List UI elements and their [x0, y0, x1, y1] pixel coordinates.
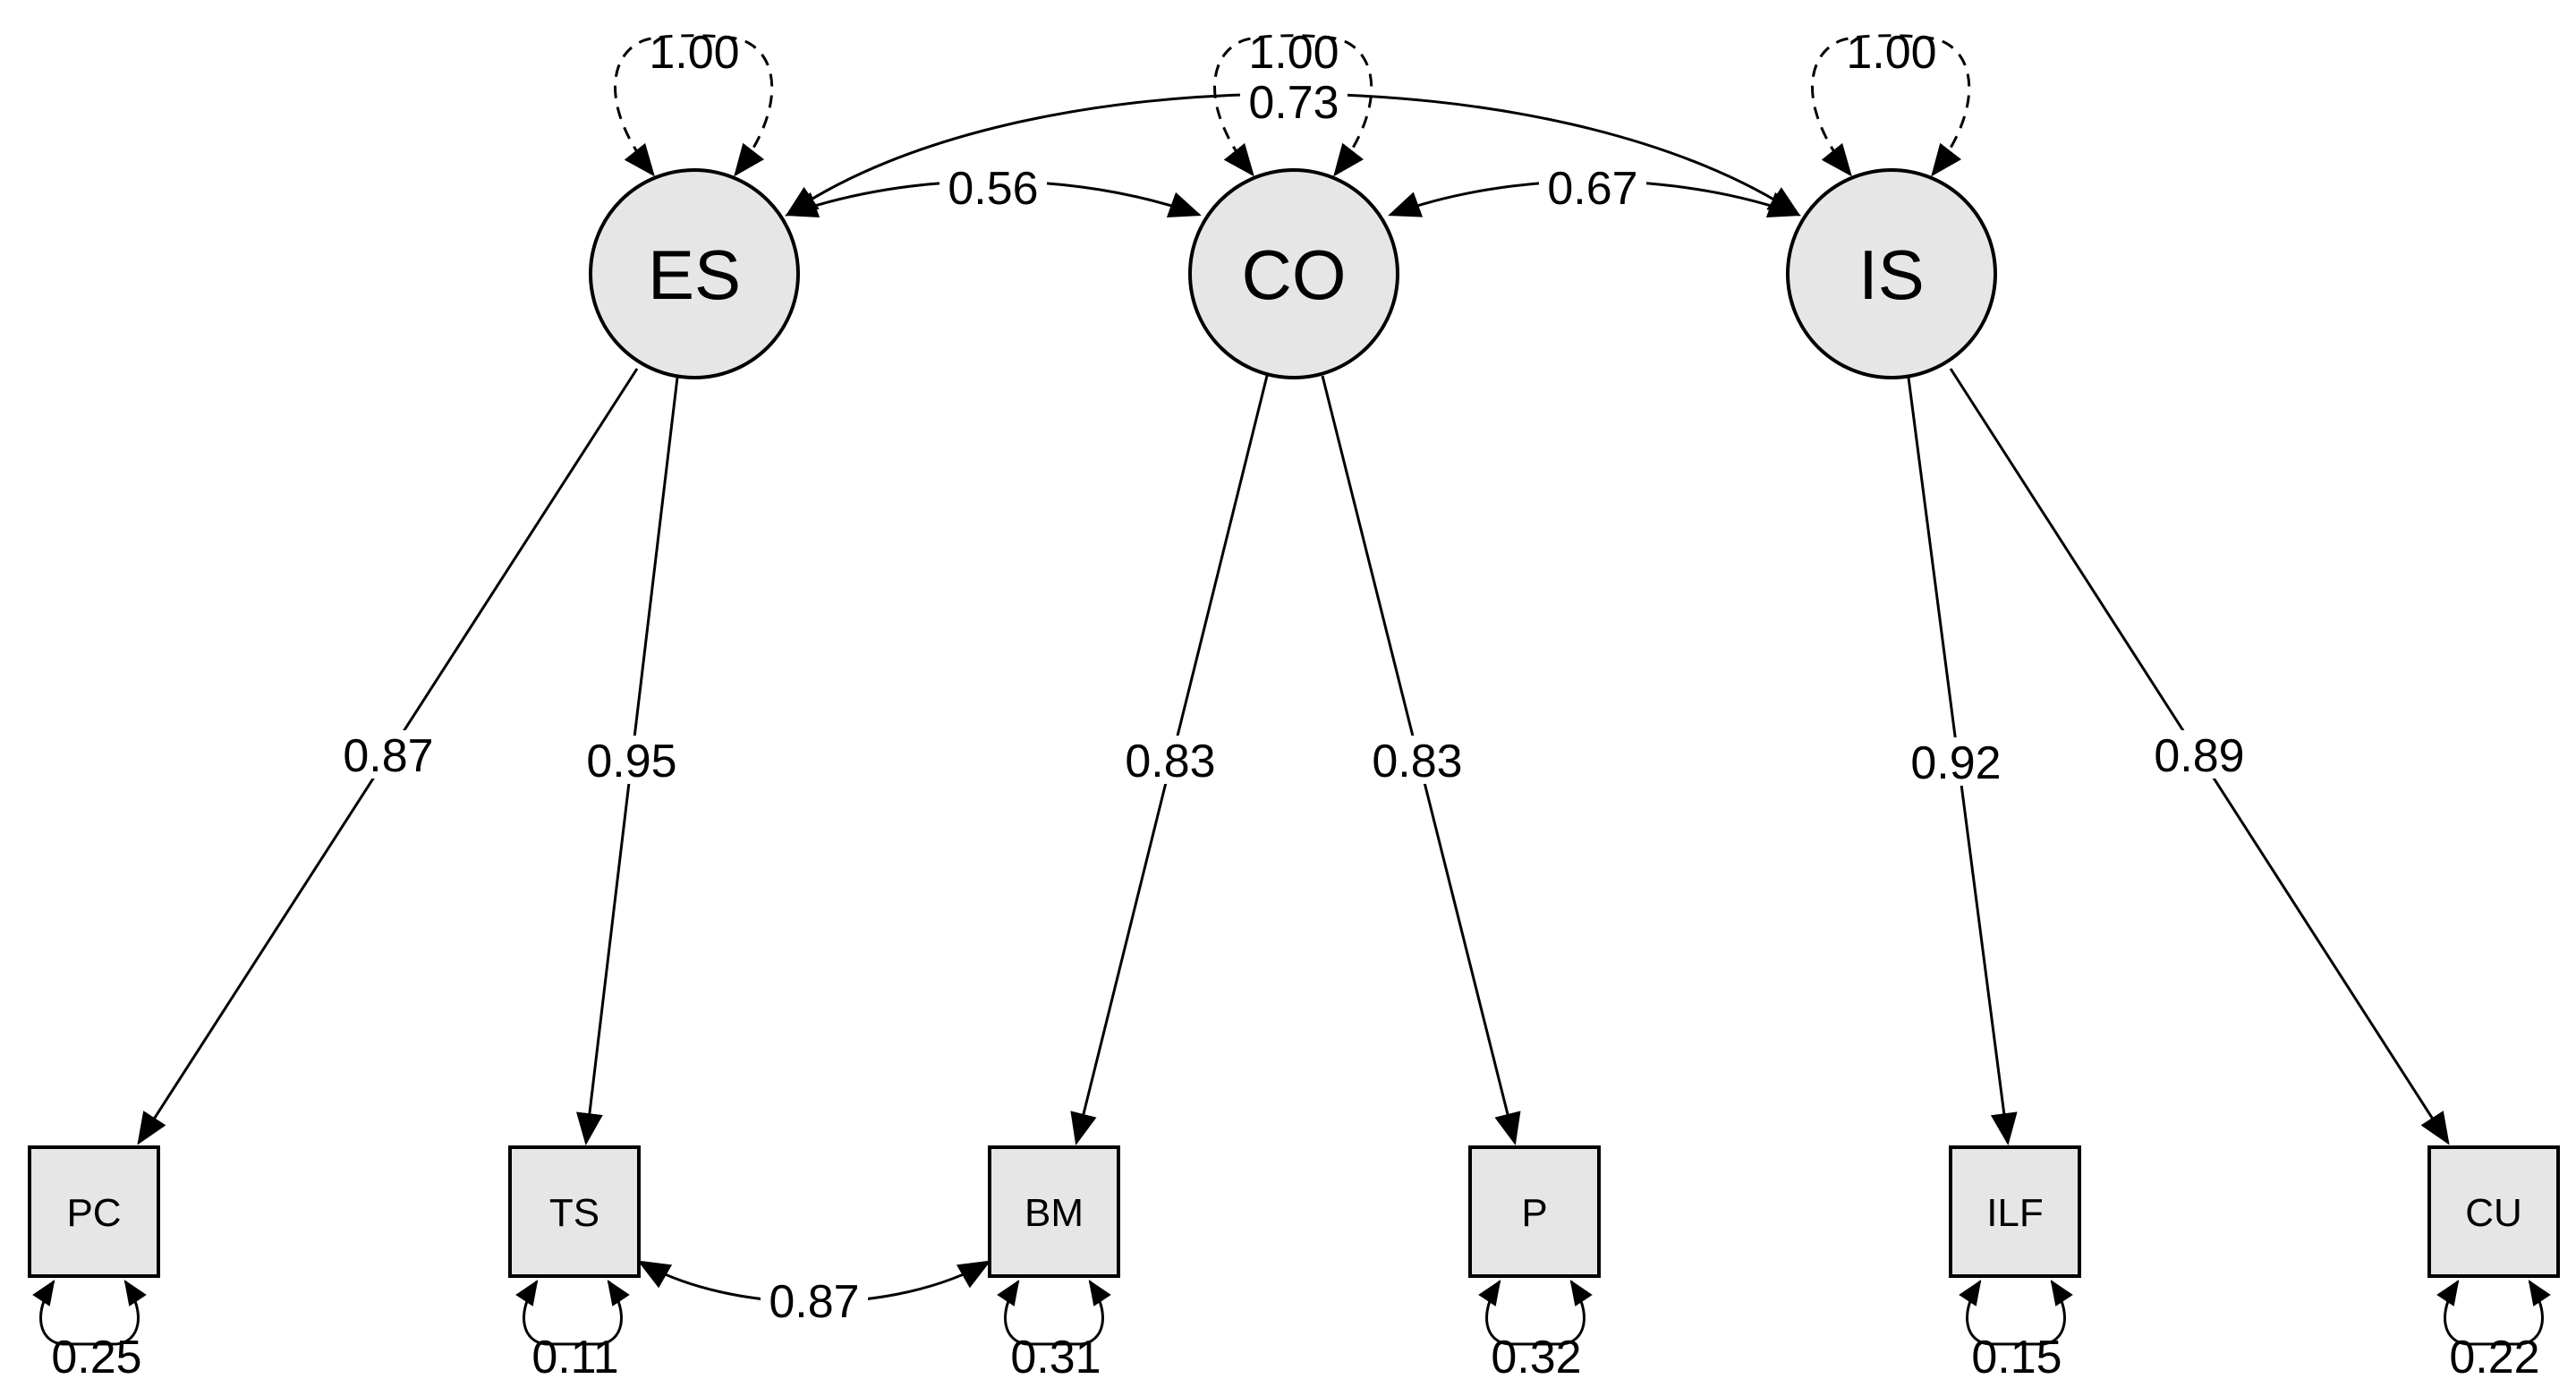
indicator-bm-label: BM [1024, 1191, 1084, 1235]
indicator-pc: PC [28, 1145, 160, 1278]
bm-residual-label: 0.31 [1010, 1332, 1101, 1383]
indicator-bm: BM [988, 1145, 1120, 1278]
cu-residual-loop [2436, 1280, 2551, 1346]
is-ilf-loading-label: 0.92 [1910, 737, 2001, 789]
es-pc-loading-label: 0.87 [343, 730, 433, 782]
indicator-ilf-label: ILF [1986, 1191, 2044, 1235]
ts-bm-covariance-label: 0.87 [769, 1276, 859, 1328]
ilf-residual-label: 0.15 [1971, 1332, 2062, 1383]
co-variance-loop [1213, 34, 1373, 177]
bm-residual-loop [997, 1280, 1111, 1346]
ilf-residual-loop [1959, 1280, 2073, 1346]
co-is-covariance-label: 0.67 [1547, 163, 1637, 215]
indicator-pc-label: PC [66, 1191, 121, 1235]
es-ts-loading-label: 0.95 [586, 736, 676, 787]
indicator-cu: CU [2427, 1145, 2560, 1278]
co-p-loading-label: 0.83 [1372, 736, 1462, 787]
indicator-ts-label: TS [549, 1191, 599, 1235]
pc-residual-loop [32, 1280, 147, 1346]
p-residual-label: 0.32 [1491, 1332, 1581, 1383]
indicator-cu-label: CU [2465, 1191, 2522, 1235]
co-variance-label: 1.00 [1248, 27, 1339, 79]
pc-residual-label: 0.25 [51, 1332, 141, 1383]
es-co-covariance-label: 0.56 [948, 163, 1038, 215]
is-cu-loading-label: 0.89 [2154, 730, 2244, 782]
latent-is-label: IS [1858, 235, 1925, 314]
es-variance-loop [614, 34, 774, 177]
ts-residual-loop [515, 1280, 630, 1346]
cu-residual-label: 0.22 [2449, 1332, 2539, 1383]
latent-co-label: CO [1242, 235, 1347, 314]
indicator-ilf: ILF [1949, 1145, 2081, 1278]
indicator-ts: TS [508, 1145, 641, 1278]
ts-residual-label: 0.11 [531, 1332, 618, 1383]
latent-is: IS [1786, 168, 1997, 379]
is-variance-loop [1811, 34, 1971, 177]
p-residual-loop [1478, 1280, 1593, 1346]
indicator-p: P [1468, 1145, 1601, 1278]
latent-es: ES [589, 168, 800, 379]
is-variance-label: 1.00 [1846, 27, 1936, 79]
es-is-covariance-label: 0.73 [1248, 77, 1339, 129]
latent-co: CO [1188, 168, 1399, 379]
co-bm-loading-label: 0.83 [1125, 736, 1215, 787]
latent-es-label: ES [648, 235, 741, 314]
es-variance-label: 1.00 [649, 27, 739, 79]
indicator-p-label: P [1521, 1191, 1547, 1235]
